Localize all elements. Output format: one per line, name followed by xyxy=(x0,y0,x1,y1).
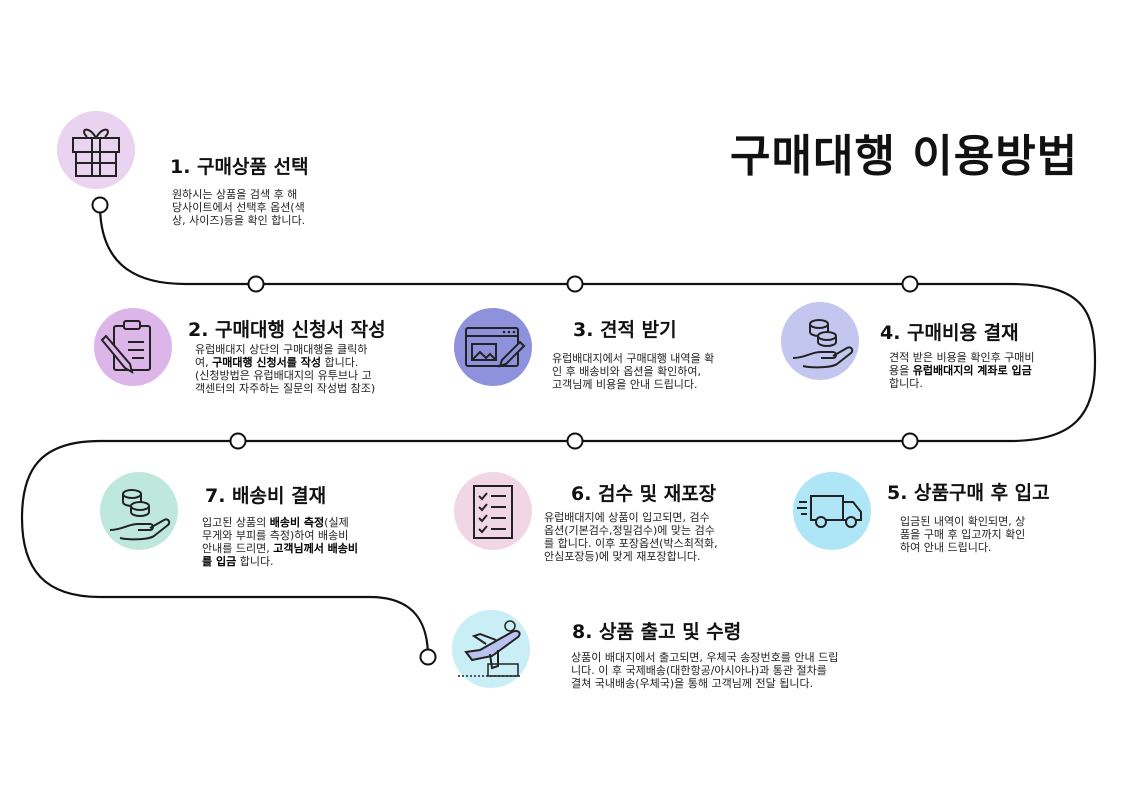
body-line: 객센터의 자주하는 질문의 작성법 참조) xyxy=(195,382,376,395)
body-line: (신청방법은 유럽배대지의 유투브나 고 xyxy=(195,369,372,382)
timeline-node xyxy=(229,432,247,450)
timeline-node xyxy=(91,196,109,214)
body-line: 상품이 배대지에서 출고되면, 우체국 송장번호를 안내 드립 xyxy=(571,651,839,664)
step-8-body: 상품이 배대지에서 출고되면, 우체국 송장번호를 안내 드립 니다. 이 후 … xyxy=(571,651,838,690)
body-highlight: 배송비 측정 xyxy=(269,516,325,529)
step-7-title: 7. 배송비 결재 xyxy=(205,485,327,507)
step-5-body: 입금된 내역이 확인되면, 상 품을 구매 후 입고까지 확인 하여 안내 드립… xyxy=(900,515,1025,554)
body-line: 를 합니다. 이후 포장옵션(박스최적화, xyxy=(544,537,718,550)
body-line: 유럽배대지에 상품이 입고되면, 검수 xyxy=(544,511,710,524)
clipboard-pencil-icon xyxy=(94,308,172,386)
body-line: 용을 유럽배대지의 계좌로 입금 xyxy=(889,364,1032,377)
body-highlight: 구매대행 신청서를 작성 xyxy=(212,356,321,369)
airplane-icon xyxy=(452,610,530,688)
step-1-body: 원하시는 상품을 검색 후 해 당사이트에서 선택후 옵션(색 상, 사이즈)등… xyxy=(172,188,305,227)
timeline-node xyxy=(901,432,919,450)
delivery-truck-icon xyxy=(793,472,871,550)
body-line: 견적 받은 비용을 확인후 구매비 xyxy=(889,351,1035,364)
step-2-body: 유럽배대지 상단의 구매대행을 클릭하 여, 구매대행 신청서를 작성 합니다.… xyxy=(195,343,375,395)
body-line: 원하시는 상품을 검색 후 해 xyxy=(172,188,298,201)
body-line: 입금된 내역이 확인되면, 상 xyxy=(900,515,1026,528)
page-title: 구매대행 이용방법 xyxy=(730,131,1079,182)
body-line: 결쳐 국내배송(우체국)을 통해 고객님께 전달 됩니다. xyxy=(571,677,814,690)
step-5-title: 5. 상품구매 후 입고 xyxy=(887,482,1050,504)
body-highlight: 유럽배대지의 계좌로 입금 xyxy=(912,364,1032,377)
body-line: 입고된 상품의 배송비 측정(실제 xyxy=(202,516,349,529)
body-line: 니다. 이 후 국제배송(대한항공/아시아나)과 통관 절차를 xyxy=(571,664,827,677)
gift-icon xyxy=(57,111,135,189)
step-4-body: 견적 받은 비용을 확인후 구매비 용을 유럽배대지의 계좌로 입금 합니다. xyxy=(889,351,1035,390)
body-line: 하여 안내 드립니다. xyxy=(900,541,992,554)
body-line: 품을 구매 후 입고까지 확인 xyxy=(900,528,1026,541)
step-1-title: 1. 구매상품 선택 xyxy=(170,156,309,178)
coins-hand-icon xyxy=(100,472,178,550)
body-line: 당사이트에서 선택후 옵션(색 xyxy=(172,201,305,214)
timeline-node xyxy=(566,275,584,293)
timeline-node xyxy=(566,432,584,450)
step-3-title: 3. 견적 받기 xyxy=(573,319,677,341)
step-6-title: 6. 검수 및 재포장 xyxy=(571,483,717,505)
timeline-node xyxy=(901,275,919,293)
step-6-body: 유럽배대지에 상품이 입고되면, 검수 옵션(기본검수,정밀검수)에 맞는 검수… xyxy=(544,511,718,563)
body-line: 고객님께 비용을 안내 드립니다. xyxy=(552,378,698,391)
step-3-body: 유럽배대지에서 구매대행 내역을 확 인 후 배송비와 옵션을 확인하여, 고객… xyxy=(552,352,714,391)
body-line: 옵션(기본검수,정밀검수)에 맞는 검수 xyxy=(544,524,715,537)
body-line: 안내를 드리면, 고객님께서 배송비 xyxy=(202,542,359,555)
body-line: 상, 사이즈)등을 확인 합니다. xyxy=(172,214,306,227)
checklist-icon xyxy=(454,472,532,550)
body-line: 유럽배대지에서 구매대행 내역을 확 xyxy=(552,352,715,365)
body-line: 인 후 배송비와 옵션을 확인하여, xyxy=(552,365,702,378)
body-line: 무게와 부피를 측정)하여 배송비 xyxy=(202,529,349,542)
step-2-title: 2. 구매대행 신청서 작성 xyxy=(188,319,386,341)
browser-window-icon xyxy=(454,308,532,386)
body-line: 합니다. xyxy=(889,377,923,390)
body-highlight: 를 입금 xyxy=(202,555,237,568)
body-line: 유럽배대지 상단의 구매대행을 클릭하 xyxy=(195,343,368,356)
step-7-body: 입고된 상품의 배송비 측정(실제 무게와 부피를 측정)하여 배송비 안내를 … xyxy=(202,516,358,568)
body-line: 를 입금 합니다. xyxy=(202,555,274,568)
coins-hand-icon xyxy=(781,302,859,380)
body-line: 여, 구매대행 신청서를 작성 합니다. xyxy=(195,356,359,369)
timeline-node xyxy=(419,648,437,666)
timeline-path xyxy=(20,204,1097,658)
body-highlight: 고객님께서 배송비 xyxy=(273,542,359,555)
step-4-title: 4. 구매비용 결재 xyxy=(880,322,1019,344)
timeline-node xyxy=(247,275,265,293)
body-line: 안심포장등)에 맞게 재포장합니다. xyxy=(544,550,701,563)
step-8-title: 8. 상품 출고 및 수령 xyxy=(572,621,742,643)
